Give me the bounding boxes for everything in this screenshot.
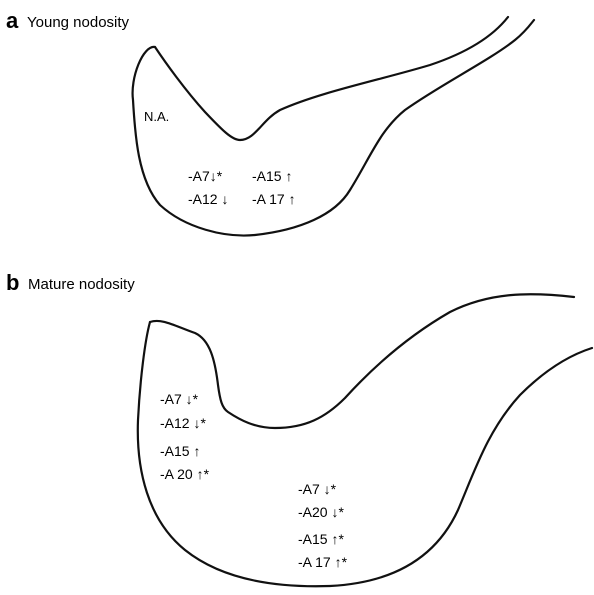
left-label-a15: -A15 ↑	[160, 443, 200, 459]
label-a15: -A15 ↑	[252, 168, 292, 184]
left-label-a7: -A7 ↓*	[160, 391, 199, 407]
right-label-a20: -A20 ↓*	[298, 504, 344, 520]
label-a17: -A 17 ↑	[252, 191, 296, 207]
region-label-na: N.A.	[144, 109, 169, 124]
young-nodosity-upper-edge	[153, 15, 510, 142]
panel-a-title: Young nodosity	[27, 14, 130, 31]
left-label-a20: -A 20 ↑*	[160, 466, 210, 482]
panel-b: b Mature nodosity -A7 ↓* -A12 ↓* -A15 ↑ …	[6, 270, 594, 588]
mature-nodosity-upper-edge	[148, 293, 576, 430]
right-label-a17: -A 17 ↑*	[298, 554, 348, 570]
panel-a-letter: a	[6, 8, 19, 33]
mature-nodosity-outline	[136, 320, 594, 588]
label-a12: -A12 ↓	[188, 191, 228, 207]
young-nodosity-outline	[131, 18, 536, 237]
left-label-a12: -A12 ↓*	[160, 415, 206, 431]
right-label-a15: -A15 ↑*	[298, 531, 344, 547]
label-a7: -A7↓*	[188, 168, 223, 184]
panel-b-letter: b	[6, 270, 19, 295]
panel-b-title: Mature nodosity	[28, 276, 135, 293]
panel-a: a Young nodosity N.A. -A7↓* -A12 ↓ -A15 …	[6, 8, 536, 237]
right-label-a7: -A7 ↓*	[298, 481, 337, 497]
